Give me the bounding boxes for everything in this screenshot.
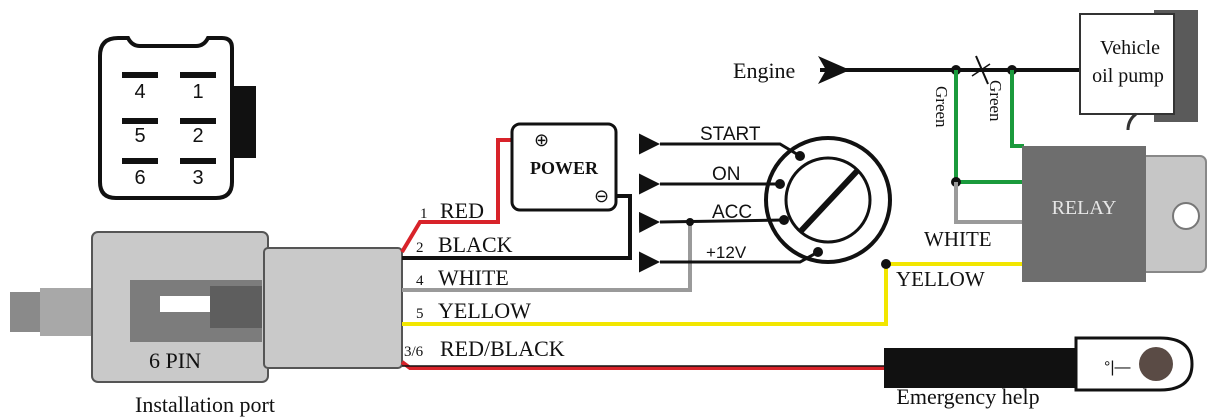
emergency-help-label: Emergency help [896,384,1039,409]
connector-latch [232,86,256,158]
wire-yellow [402,262,1024,326]
relay-white-wire [954,182,1024,224]
green-wires: Green Green [932,70,1024,187]
power-minus-symbol: ⊖ [594,186,609,206]
relay-white-label: WHITE [924,227,992,251]
wire-number: 1 [420,206,428,222]
wire-black [402,194,632,260]
emergency-button: °|— [884,336,1194,392]
oil-pump-line2: oil pump [1092,65,1164,87]
wire-label: RED/BLACK [440,336,565,361]
wire-label: RED [440,198,484,223]
wire-number: 2 [416,240,424,256]
ignition-12v-label: +12V [706,243,747,262]
wire-label: WHITE [438,265,509,290]
plug-label: 6 PIN [149,348,201,373]
fuel-line: Engine [733,55,1082,85]
wire-labels: 1 RED 2 BLACK 4 WHITE 5 YELLOW 3/6 RED/B… [404,198,565,361]
vehicle-oil-pump: Vehicle oil pump [1079,10,1198,131]
power-source: ⊕ POWER ⊖ [510,122,618,212]
ignition-on-label: ON [712,164,741,185]
wire-red-black [400,360,900,370]
wire-red [400,138,514,254]
wire-label: YELLOW [438,298,531,323]
engine-label: Engine [733,58,795,83]
relay-label: RELAY [1052,197,1117,219]
junction-dot [881,259,891,269]
power-label: POWER [530,158,599,178]
wire-label: BLACK [438,232,513,257]
pin-label: 4 [134,81,145,103]
pin-label: 1 [192,81,203,103]
wire-number: 4 [416,273,424,289]
installation-port-caption: Installation port [135,392,275,417]
connector-pinout: 4 1 5 2 6 3 [98,36,256,200]
power-plus-symbol: ⊕ [534,130,549,150]
green-label: Green [932,86,951,128]
relay-yellow-label: YELLOW [896,267,985,291]
pin-label: 6 [134,167,145,189]
pin-label: 3 [192,167,203,189]
ignition-acc-label: ACC [712,202,752,223]
six-pin-plug: 6 PIN [10,231,403,383]
relay: RELAY [1022,146,1207,282]
green-label: Green [986,80,1005,122]
pin-label: 2 [192,125,203,147]
ignition-start-label: START [700,124,761,145]
wire-number: 3/6 [404,344,424,360]
ignition-switch: START ON ACC +12V [638,124,892,273]
pin-label: 5 [134,125,145,147]
emergency-symbol: °|— [1104,359,1131,376]
wire-number: 5 [416,306,424,322]
oil-pump-line1: Vehicle [1100,37,1160,59]
wire-white [402,222,692,292]
